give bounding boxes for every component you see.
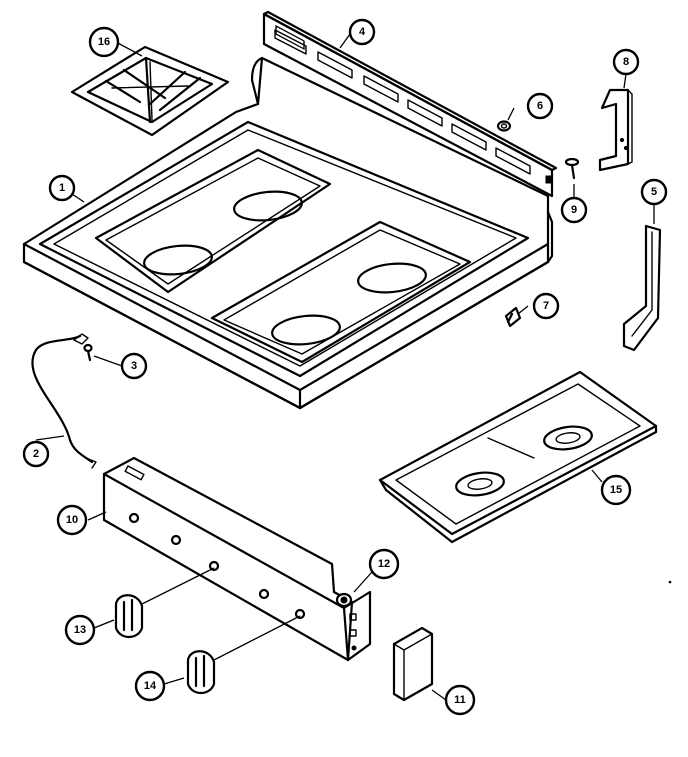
mounting-screw: [564, 157, 580, 180]
ground-wire: [31, 333, 97, 469]
callout-13: 13: [64, 614, 96, 646]
vent-slots: [274, 25, 531, 175]
callout-1: 1: [48, 174, 76, 202]
spacer-nut: [496, 120, 512, 132]
callout-label: 6: [537, 100, 543, 112]
callout-label: 7: [543, 300, 549, 312]
side-trim: [622, 224, 662, 352]
burner-grate: [70, 45, 230, 137]
callout-16: 16: [88, 26, 120, 58]
callout-14: 14: [134, 670, 166, 702]
retaining-clip: [504, 306, 522, 328]
callout-label: 13: [74, 624, 86, 636]
callout-label: 1: [59, 182, 65, 194]
callout-9: 9: [560, 196, 588, 224]
callout-label: 15: [610, 484, 622, 496]
callout-label: 2: [33, 448, 39, 460]
callout-7: 7: [532, 292, 560, 320]
control-knob-13: [114, 567, 215, 639]
callout-label: 8: [623, 56, 629, 68]
callout-6: 6: [526, 92, 554, 120]
callout-label: 4: [359, 26, 366, 38]
callout-15: 15: [600, 474, 632, 506]
burner-box: [378, 370, 658, 544]
callout-label: 14: [144, 680, 157, 692]
cover-block: [392, 626, 434, 702]
callout-10: 10: [56, 504, 88, 536]
control-manifold: [102, 456, 372, 662]
callout-label: 12: [378, 558, 390, 570]
callout-2: 2: [22, 440, 50, 468]
callout-label: 5: [651, 186, 657, 198]
callout-8: 8: [612, 48, 640, 76]
orifice-fitting: [335, 592, 353, 608]
back-vent-trim: [262, 10, 558, 198]
mounting-bracket: [598, 88, 633, 172]
callout-4: 4: [348, 18, 376, 46]
stray-dot: [668, 580, 672, 584]
callout-11: 11: [444, 684, 476, 716]
callout-label: 16: [98, 36, 110, 48]
callout-label: 11: [454, 694, 466, 706]
callout-label: 9: [571, 204, 577, 216]
wire-screw: [83, 343, 93, 362]
control-knob-14: [186, 615, 301, 695]
callout-label: 10: [66, 514, 78, 526]
callout-label: 3: [131, 360, 137, 372]
callout-12: 12: [368, 548, 400, 580]
main-cooktop: [22, 56, 554, 410]
callout-5: 5: [640, 178, 668, 206]
leader-lines: [35, 33, 655, 701]
callout-3: 3: [120, 352, 148, 380]
